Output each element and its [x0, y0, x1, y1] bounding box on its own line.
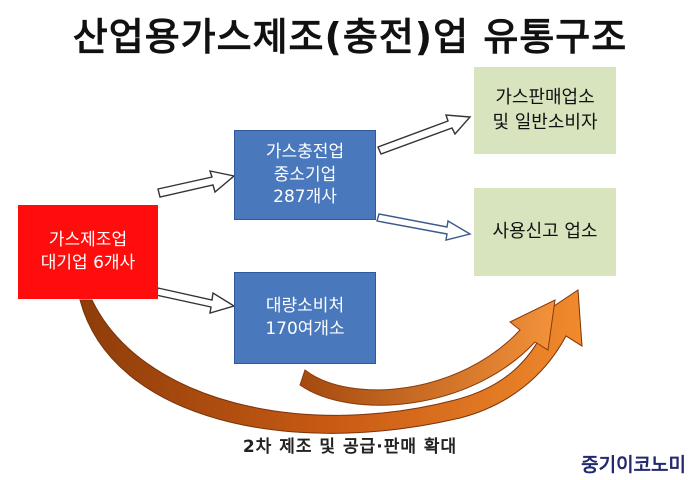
node-bulk-consumer: 대량소비처 170여개소	[234, 272, 376, 364]
node-manufacturer: 가스제조업 대기업 6개사	[18, 205, 158, 299]
curved-arrow-small	[299, 299, 556, 406]
node-registered-user: 사용신고 업소	[474, 188, 616, 276]
node-retailer-line-1: 가스판매업소	[495, 87, 595, 109]
diagram-title: 산업용가스제조(충전)업 유통구조	[72, 15, 628, 59]
node-retailer-line-2: 및 일반소비자	[492, 111, 598, 133]
node-bulk-consumer-line-2: 170여개소	[265, 319, 345, 339]
node-bulk-consumer-line-1: 대량소비처	[265, 296, 345, 317]
node-charger-line-3: 287개사	[273, 187, 337, 208]
brand-logo: 중기이코노미	[581, 454, 686, 476]
arrow-manufacturer-to-bulk	[155, 287, 236, 314]
node-registered-user-line-1: 사용신고 업소	[492, 220, 598, 242]
node-charger: 가스충전업 중소기업 287개사	[234, 130, 376, 220]
diagram-caption: 2차 제조 및 공급·판매 확대	[242, 437, 458, 457]
curved-arrow-large	[79, 289, 583, 434]
arrow-charger-to-retailer	[377, 114, 472, 155]
node-manufacturer-line-2: 대기업 6개사	[40, 253, 136, 273]
arrow-manufacturer-to-charger	[157, 170, 236, 198]
node-manufacturer-line-1: 가스제조업	[48, 230, 128, 251]
node-charger-line-2: 중소기업	[273, 164, 337, 185]
arrow-charger-to-registered	[376, 213, 472, 241]
node-retailer: 가스판매업소 및 일반소비자	[474, 67, 616, 154]
node-charger-line-1: 가스충전업	[265, 141, 345, 162]
